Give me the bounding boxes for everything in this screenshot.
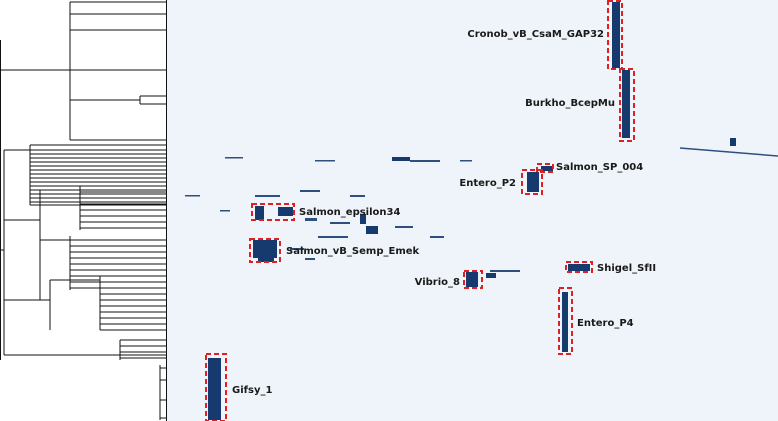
label-gifsy: Gifsy_1 [232, 385, 272, 396]
streak-right [679, 147, 778, 157]
matrix-background [167, 0, 778, 421]
label-burkho: Burkho_BcepMu [525, 98, 615, 109]
salmon-epsilon-box [251, 203, 295, 221]
label-entero-p4: Entero_P4 [577, 318, 634, 329]
entero-p2-box [521, 169, 543, 195]
cronob-box [607, 0, 623, 70]
dendrogram-dense-leaves [30, 144, 166, 420]
burkho-box [619, 68, 635, 142]
shigel-box [565, 261, 593, 273]
label-vibrio: Vibrio_8 [415, 277, 460, 288]
vibrio-box [463, 270, 483, 289]
highlight-boxes [205, 0, 635, 421]
dendrogram [0, 0, 167, 421]
label-entero-p2: Entero_P2 [459, 178, 516, 189]
dendrogram-upper-clade [0, 1, 166, 141]
label-salmon-sp: Salmon_SP_004 [556, 162, 643, 173]
label-salmon-epsilon: Salmon_epsilon34 [299, 207, 400, 218]
dendrogram-lower-clade [0, 145, 166, 356]
label-salmon-semp: Salmon_vB_Semp_Emek [286, 246, 420, 257]
matrix-blocks [185, 2, 778, 420]
salmon-sp-box [536, 163, 554, 173]
gifsy-box [205, 353, 227, 421]
salmon-semp-box [249, 238, 281, 263]
label-cronob: Cronob_vB_CsaM_GAP32 [467, 29, 604, 40]
label-shigel: Shigel_SfII [597, 263, 656, 274]
cluster-labels: Cronob_vB_CsaM_GAP32 Burkho_BcepMu Salmo… [232, 29, 656, 396]
entero-p4-box [558, 287, 573, 355]
